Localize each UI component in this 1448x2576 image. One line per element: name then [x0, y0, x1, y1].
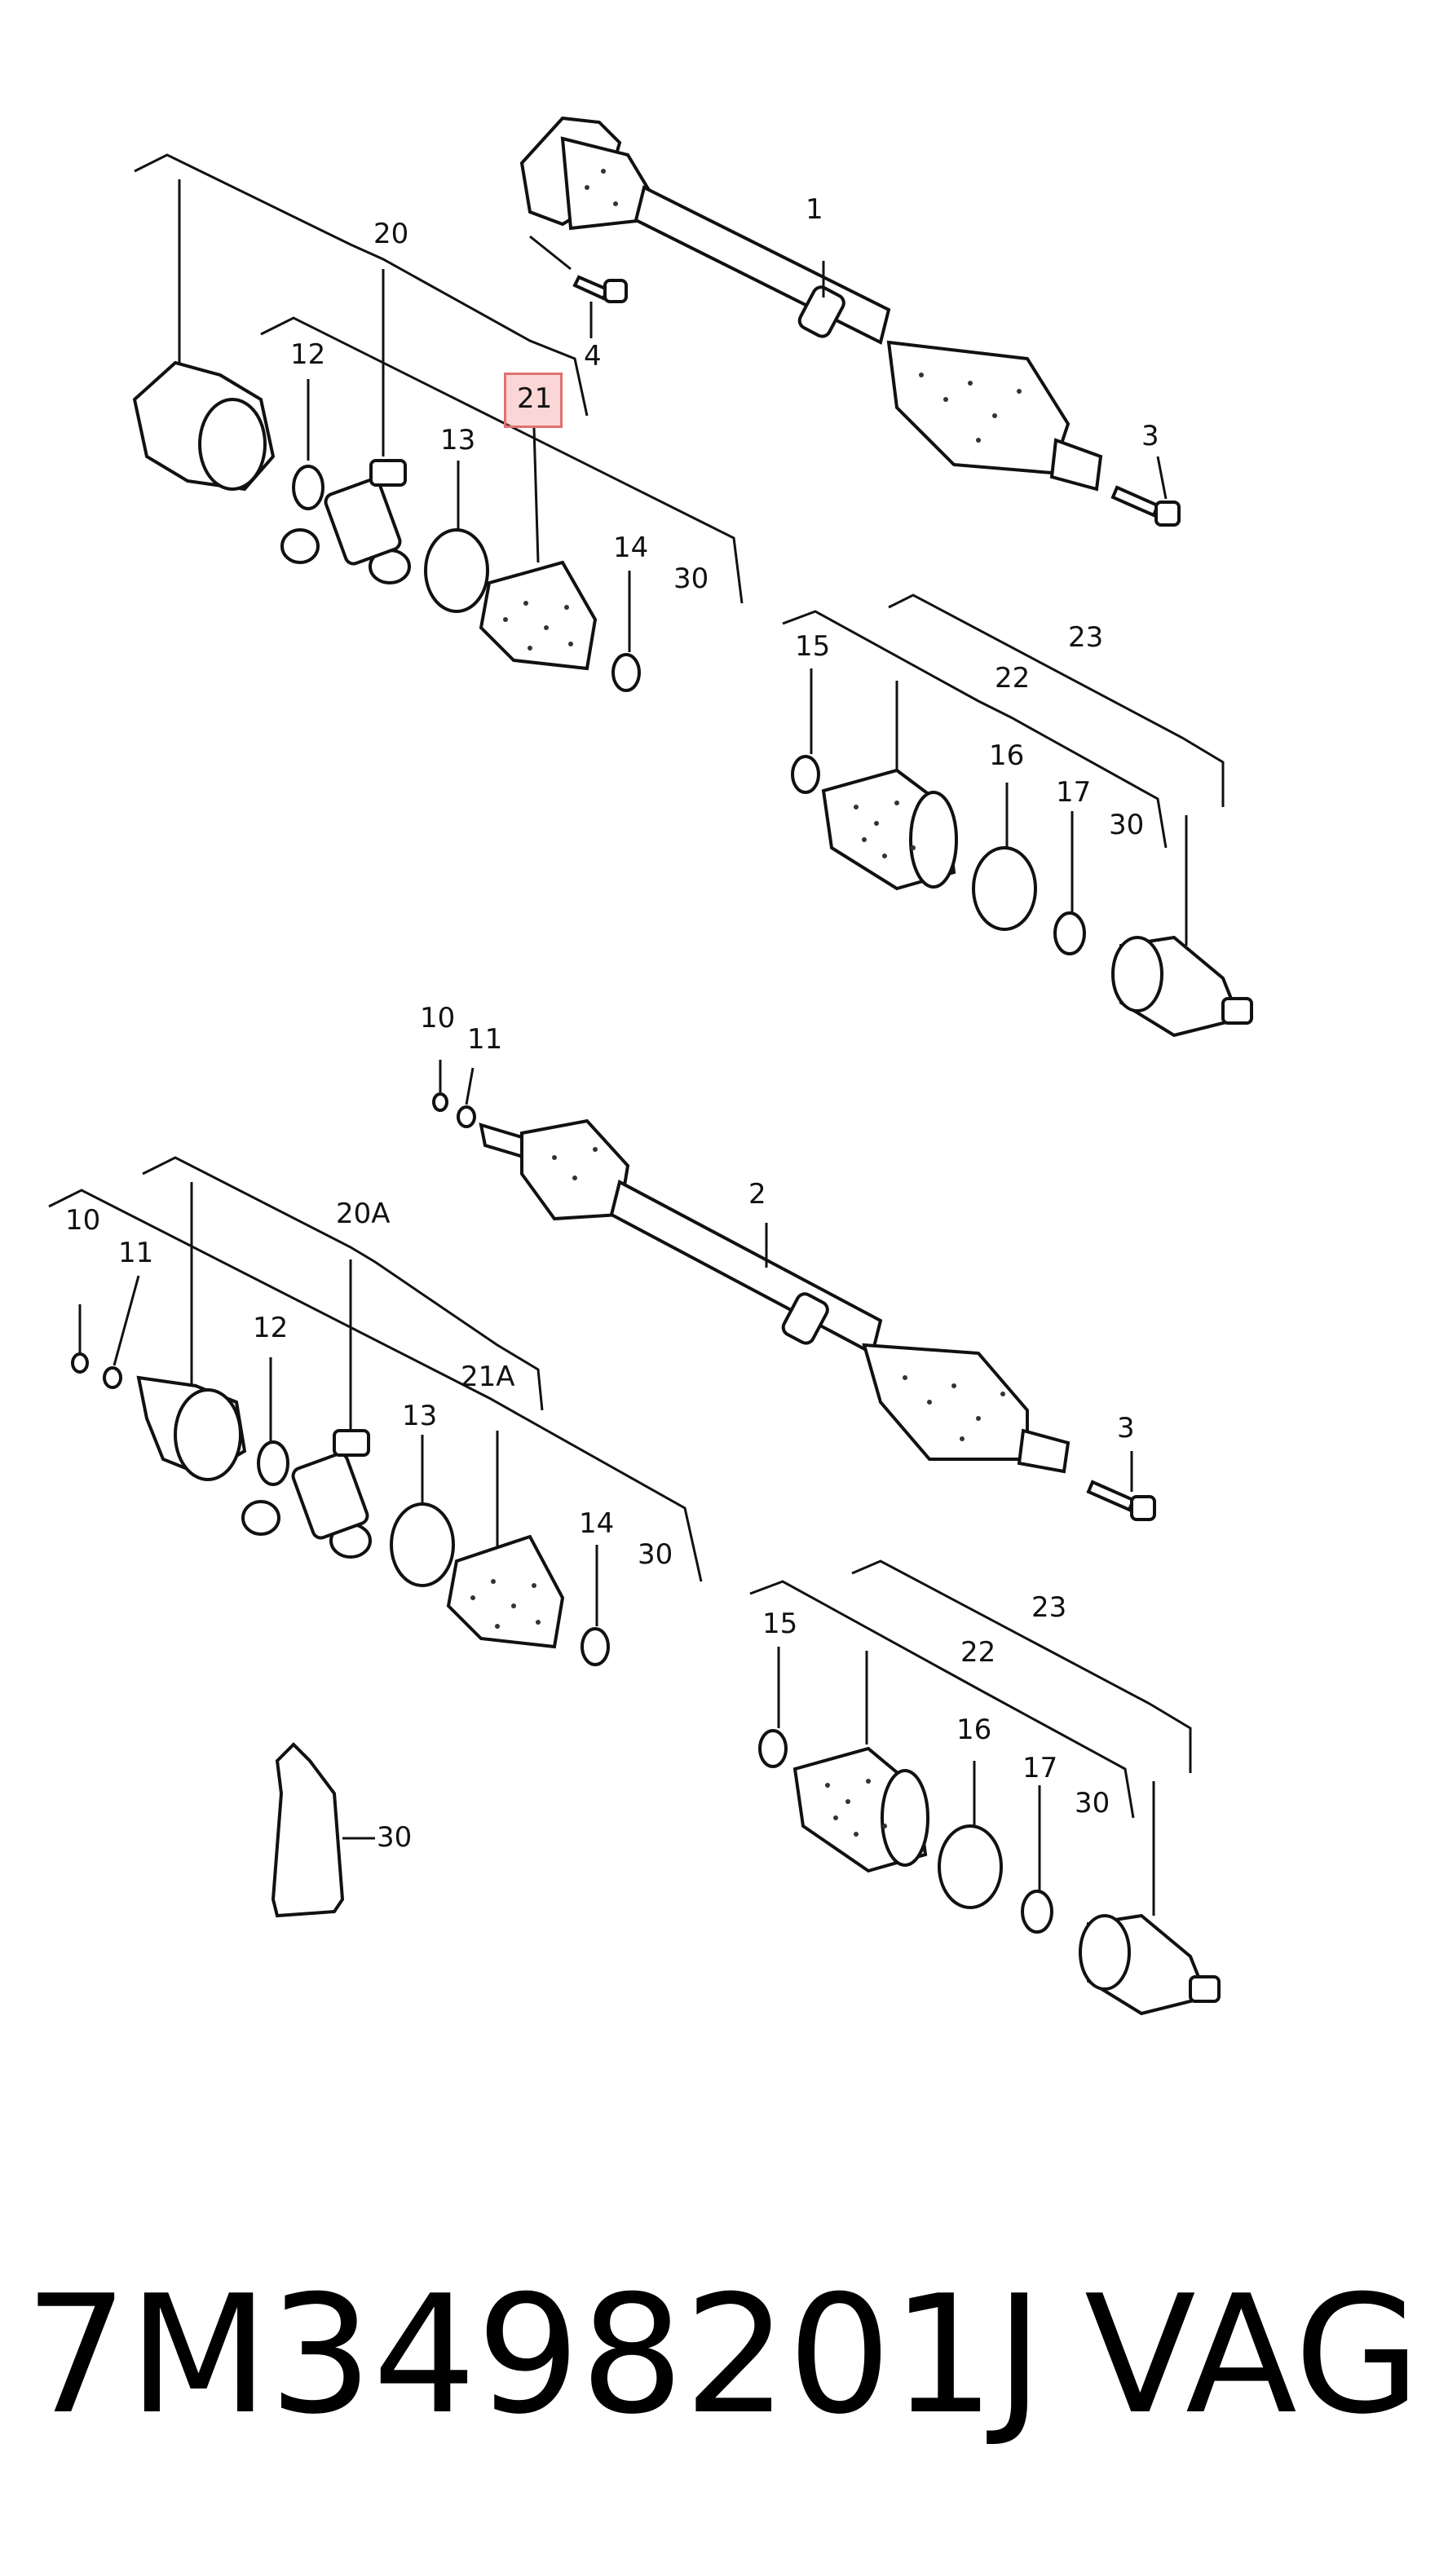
- callout-11-lower-kit: 11: [118, 1237, 154, 1269]
- callout-15-lower: 15: [762, 1608, 798, 1640]
- callout-11-shaft-2: 11: [467, 1023, 503, 1056]
- kit-bracket-22-23-upper: [782, 593, 1225, 946]
- callout-21A: 21A: [461, 1361, 515, 1393]
- boot-texture-lower-outer: [825, 1779, 887, 1837]
- callout-23-upper: 23: [1068, 621, 1104, 654]
- callout-13-upper: 13: [440, 424, 476, 457]
- boot-texture-upper-outer: [854, 801, 916, 858]
- callout-30-lower-kit: 30: [638, 1538, 673, 1571]
- callout-16-upper: 16: [989, 739, 1025, 772]
- callout-1: 1: [806, 193, 823, 226]
- brand-name: VAG: [1084, 2261, 1421, 2450]
- bolt-3-lower: [1086, 1451, 1156, 1521]
- tripod-housing-lower: [71, 1352, 247, 1481]
- callout-16-lower: 16: [956, 1714, 992, 1746]
- callout-30-grease: 30: [377, 1821, 413, 1854]
- callout-30-upper-outer: 30: [1109, 809, 1145, 841]
- callout-21: 21: [517, 382, 553, 415]
- drive-shaft-1: [519, 116, 1103, 492]
- callout-2: 2: [748, 1178, 766, 1211]
- callout-20A: 20A: [336, 1198, 391, 1230]
- exploded-parts-diagram: 1 3 4 20 21 12 13 14 30 15 22 23 16 17 3…: [48, 116, 1253, 2016]
- callout-17-upper: 17: [1056, 776, 1092, 809]
- kit-bracket-21A: [48, 1189, 703, 1582]
- callout-4: 4: [584, 340, 602, 373]
- leader-lines-lower-outer: [777, 1647, 1041, 1891]
- part-footer: 7M3498201J VAG: [24, 2274, 1427, 2470]
- callout-14-upper: 14: [613, 532, 649, 564]
- callout-10-lower-kit: 10: [65, 1204, 101, 1237]
- boot-texture-1: [585, 169, 1022, 443]
- callout-13-lower: 13: [402, 1400, 438, 1432]
- grease-tube: [271, 1742, 375, 1918]
- bolt-3-upper: [1110, 456, 1181, 527]
- leader-lines-upper-kit: [307, 379, 631, 652]
- callout-23-lower: 23: [1031, 1591, 1067, 1624]
- kit-bracket-20A: [142, 1156, 544, 1443]
- callout-17-lower: 17: [1022, 1752, 1058, 1784]
- part-number: 7M3498201J: [24, 2261, 1044, 2450]
- callout-3-upper: 3: [1141, 420, 1159, 452]
- boot-texture-upper-kit: [503, 601, 573, 651]
- drive-shaft-2: [432, 1092, 1071, 1474]
- callout-3-lower: 3: [1117, 1412, 1135, 1445]
- kit-bracket-21: [260, 316, 744, 604]
- highlighted-callout-box: [504, 373, 563, 428]
- kit-bracket-22-23-lower: [749, 1559, 1192, 1916]
- leader-lines-lower-kit: [78, 1275, 598, 1626]
- diagram-drawing: [48, 116, 1253, 2016]
- callout-30-lower-outer: 30: [1075, 1787, 1110, 1820]
- boot-texture-2: [552, 1147, 1005, 1441]
- callout-20: 20: [373, 218, 409, 250]
- outer-joint-parts-upper: [791, 755, 1253, 1038]
- callout-12-lower: 12: [253, 1312, 289, 1344]
- leader-lines-shaft-2: [439, 261, 825, 1268]
- callout-22-upper: 22: [995, 662, 1031, 695]
- boot-texture-lower-kit: [470, 1579, 541, 1629]
- bolt-4: [529, 235, 628, 338]
- callout-12-upper: 12: [290, 338, 326, 371]
- callout-30-upper-kit: 30: [673, 562, 709, 595]
- tripod-housing-upper: [132, 360, 276, 492]
- outer-joint-parts-lower: [758, 1729, 1221, 2016]
- callout-15-upper: 15: [795, 630, 831, 663]
- callout-22-lower: 22: [960, 1636, 996, 1669]
- callout-10-shaft-2: 10: [420, 1002, 456, 1034]
- leader-lines-upper-outer: [810, 668, 1074, 913]
- small-parts-lower: [241, 1429, 610, 1666]
- callout-14-lower: 14: [579, 1507, 615, 1540]
- small-parts-upper: [280, 459, 641, 692]
